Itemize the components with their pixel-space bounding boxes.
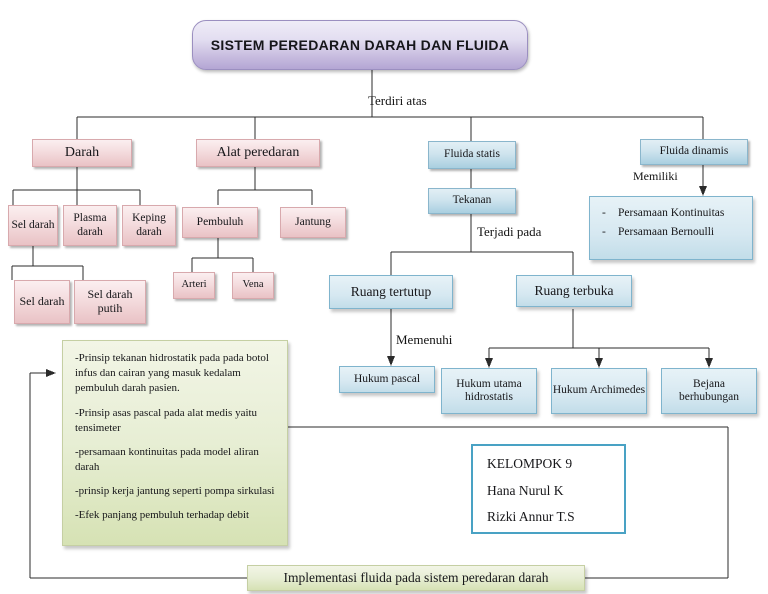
node-fluida-dinamis[interactable]: Fluida dinamis	[640, 139, 748, 165]
node-alat-peredaran-label: Alat peredaran	[216, 144, 300, 160]
node-pembuluh[interactable]: Pembuluh	[182, 207, 258, 238]
node-ruang-terbuka[interactable]: Ruang terbuka	[516, 275, 632, 307]
node-keping-darah[interactable]: Keping darah	[122, 205, 176, 246]
node-sel-darah-2-label: Sel darah	[19, 294, 65, 309]
node-darah[interactable]: Darah	[32, 139, 132, 167]
node-hukum-pascal-label: Hukum pascal	[353, 372, 421, 385]
node-hukum-pascal[interactable]: Hukum pascal	[339, 366, 435, 393]
node-hukum-archimedes[interactable]: Hukum Archimedes	[551, 368, 647, 414]
group-member: Hana Nurul K	[487, 482, 564, 498]
node-sel-darah-putih[interactable]: Sel darah putih	[74, 280, 146, 324]
node-arteri-label: Arteri	[181, 279, 207, 291]
note-line: -Prinsip tekanan hidrostatik pada pada b…	[75, 352, 269, 395]
list-item-label: Persamaan Bernoulli	[618, 225, 715, 238]
node-arteri[interactable]: Arteri	[173, 272, 215, 299]
label-terjadi-pada: Terjadi pada	[477, 224, 542, 239]
node-ruang-tertutup[interactable]: Ruang tertutup	[329, 275, 453, 309]
label-memiliki: Memiliki	[633, 169, 678, 183]
node-hukum-utama-hidrostatis[interactable]: Hukum utama hidrostatis	[441, 368, 537, 414]
node-hukum-archimedes-label: Hukum Archimedes	[552, 384, 646, 397]
node-plasma-darah-label: Plasma darah	[73, 212, 107, 238]
note-line: -Prinsip asas pascal pada alat medis yai…	[75, 406, 258, 434]
node-jantung[interactable]: Jantung	[280, 207, 346, 238]
group-members-box: KELOMPOK 9 Hana Nurul K Rizki Annur T.S	[471, 444, 626, 534]
node-vena[interactable]: Vena	[232, 272, 274, 299]
node-alat-peredaran[interactable]: Alat peredaran	[196, 139, 320, 167]
node-bejana-berhubungan-label: Bejana berhubungan	[678, 377, 740, 403]
implementation-notes-box: -Prinsip tekanan hidrostatik pada pada b…	[62, 340, 288, 546]
note-line: -Efek panjang pembuluh terhadap debit	[75, 509, 250, 522]
diagram-title-box: SISTEM PEREDARAN DARAH DAN FLUIDA	[192, 20, 528, 70]
node-darah-label: Darah	[64, 144, 100, 160]
list-item: - Persamaan Kontinuitas	[602, 205, 742, 222]
label-terdiri-atas: Terdiri atas	[368, 93, 427, 108]
node-bejana-berhubungan[interactable]: Bejana berhubungan	[661, 368, 757, 414]
label-memenuhi: Memenuhi	[396, 332, 453, 347]
node-tekanan-label: Tekanan	[452, 194, 492, 207]
node-fluida-statis[interactable]: Fluida statis	[428, 141, 516, 169]
node-sel-darah[interactable]: Sel darah	[8, 205, 58, 246]
dash-marker: -	[602, 207, 606, 219]
node-plasma-darah[interactable]: Plasma darah	[63, 205, 117, 246]
node-sel-darah-label: Sel darah	[11, 218, 55, 231]
node-fluida-dinamis-label: Fluida dinamis	[659, 145, 729, 158]
node-hukum-utama-hidrostatis-label: Hukum utama hidrostatis	[456, 377, 522, 403]
group-title: KELOMPOK 9	[487, 456, 573, 471]
footer-implementation-box: Implementasi fluida pada sistem peredara…	[247, 565, 585, 591]
list-item-label: Persamaan Kontinuitas	[618, 207, 725, 219]
note-line: -persamaan kontinuitas pada model aliran…	[75, 445, 259, 474]
node-sel-darah-putih-label: Sel darah putih	[87, 287, 133, 315]
dash-marker: -	[602, 225, 606, 238]
diagram-title-text: SISTEM PEREDARAN DARAH DAN FLUIDA	[210, 36, 510, 53]
list-item: - Persamaan Bernoulli	[602, 224, 742, 241]
node-pembuluh-label: Pembuluh	[196, 215, 244, 228]
node-keping-darah-label: Keping darah	[132, 212, 166, 238]
node-sel-darah-2[interactable]: Sel darah	[14, 280, 70, 324]
node-ruang-terbuka-label: Ruang terbuka	[534, 283, 614, 299]
node-fluida-dinamis-list: - Persamaan Kontinuitas - Persamaan Bern…	[589, 196, 753, 260]
group-member: Rizki Annur T.S	[487, 509, 575, 524]
node-tekanan[interactable]: Tekanan	[428, 188, 516, 214]
node-fluida-statis-label: Fluida statis	[444, 148, 500, 161]
node-jantung-label: Jantung	[295, 215, 331, 228]
node-vena-label: Vena	[242, 279, 264, 291]
note-line: -prinsip kerja jantung seperti pompa sir…	[75, 485, 275, 498]
node-ruang-tertutup-label: Ruang tertutup	[350, 284, 432, 300]
footer-implementation-label: Implementasi fluida pada sistem peredara…	[283, 570, 549, 586]
